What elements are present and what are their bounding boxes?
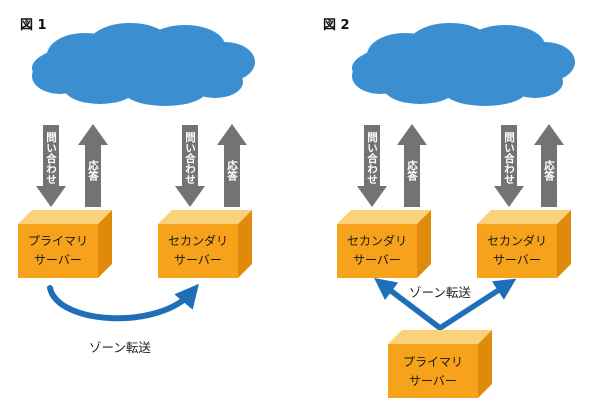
query-label: 問い合わせ [503,132,515,185]
primary-server: プライマリ サーバー [18,210,112,278]
zone-transfer-label: ゾーン転送 [409,285,471,300]
server-name-line1: セカンダリ [487,233,547,248]
query-label: 問い合わせ [45,132,57,185]
response-arrow-up-icon: 応答 [217,124,247,207]
response-arrow-up-icon: 応答 [78,124,108,207]
zone-transfer-arrow-icon [47,283,199,322]
server-name-line2: サーバー [353,253,401,267]
cloud-icon [352,23,575,106]
query-label: 問い合わせ [366,132,378,185]
response-arrow-up-icon: 応答 [397,124,427,207]
server-name-line1: プライマリ [403,355,463,369]
response-label: 応答 [406,159,418,182]
query-arrow-down-icon: 問い合わせ [357,125,387,207]
response-arrow-up-icon: 応答 [534,124,564,207]
figure-2: 図 2 問い合わせ 応答 問い合わせ 応答 [323,18,575,398]
query-arrow-down-icon: 問い合わせ [36,125,66,207]
response-label: 応答 [543,159,555,182]
zone-transfer-arrow-icon [374,278,517,331]
server-name-line2: サーバー [493,253,541,267]
figure-2-title: 図 2 [323,18,350,33]
response-label: 応答 [226,159,238,182]
query-label: 問い合わせ [184,132,196,185]
response-label: 応答 [87,159,99,182]
server-name-line1: プライマリ [28,234,88,248]
figure-1-title: 図 1 [20,18,47,33]
server-name-line2: サーバー [409,374,457,388]
figure-1: 図 1 問い合わせ 応答 問い合わせ [18,18,255,355]
server-name-line2: サーバー [174,253,222,267]
server-name-line1: セカンダリ [168,233,228,248]
query-arrow-down-icon: 問い合わせ [175,125,205,207]
secondary-server: セカンダリ サーバー [337,210,431,278]
server-name-line1: セカンダリ [347,233,407,248]
cloud-icon [32,23,255,106]
secondary-server: セカンダリ サーバー [158,210,252,278]
zone-transfer-label: ゾーン転送 [89,340,151,355]
secondary-server: セカンダリ サーバー [477,210,571,278]
server-name-line2: サーバー [34,253,82,267]
primary-server: プライマリ サーバー [388,330,492,398]
query-arrow-down-icon: 問い合わせ [494,125,524,207]
